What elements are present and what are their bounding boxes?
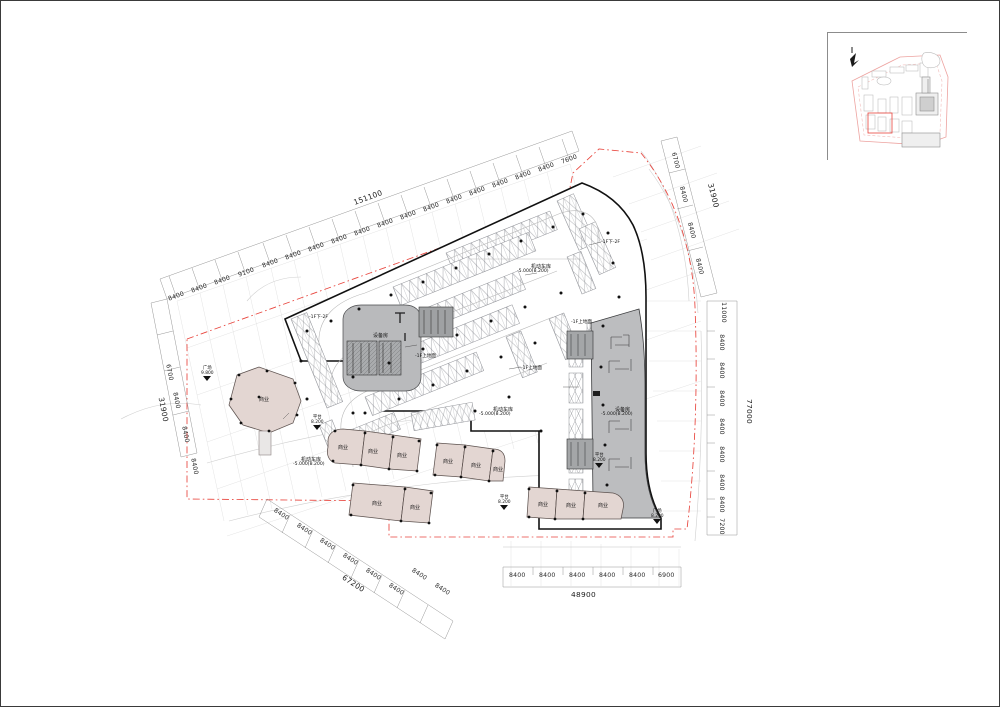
- dimension-bottom: [503, 547, 681, 587]
- dimension-right: [707, 301, 737, 535]
- key-plan-drawing: [828, 33, 968, 161]
- dimension-right-top: [661, 137, 717, 297]
- equipment-room-core: [343, 305, 421, 391]
- key-plan-inset: [827, 32, 967, 160]
- dimension-left: [151, 299, 197, 457]
- pavilion-connector: [259, 431, 271, 455]
- secondary-core: [419, 307, 453, 337]
